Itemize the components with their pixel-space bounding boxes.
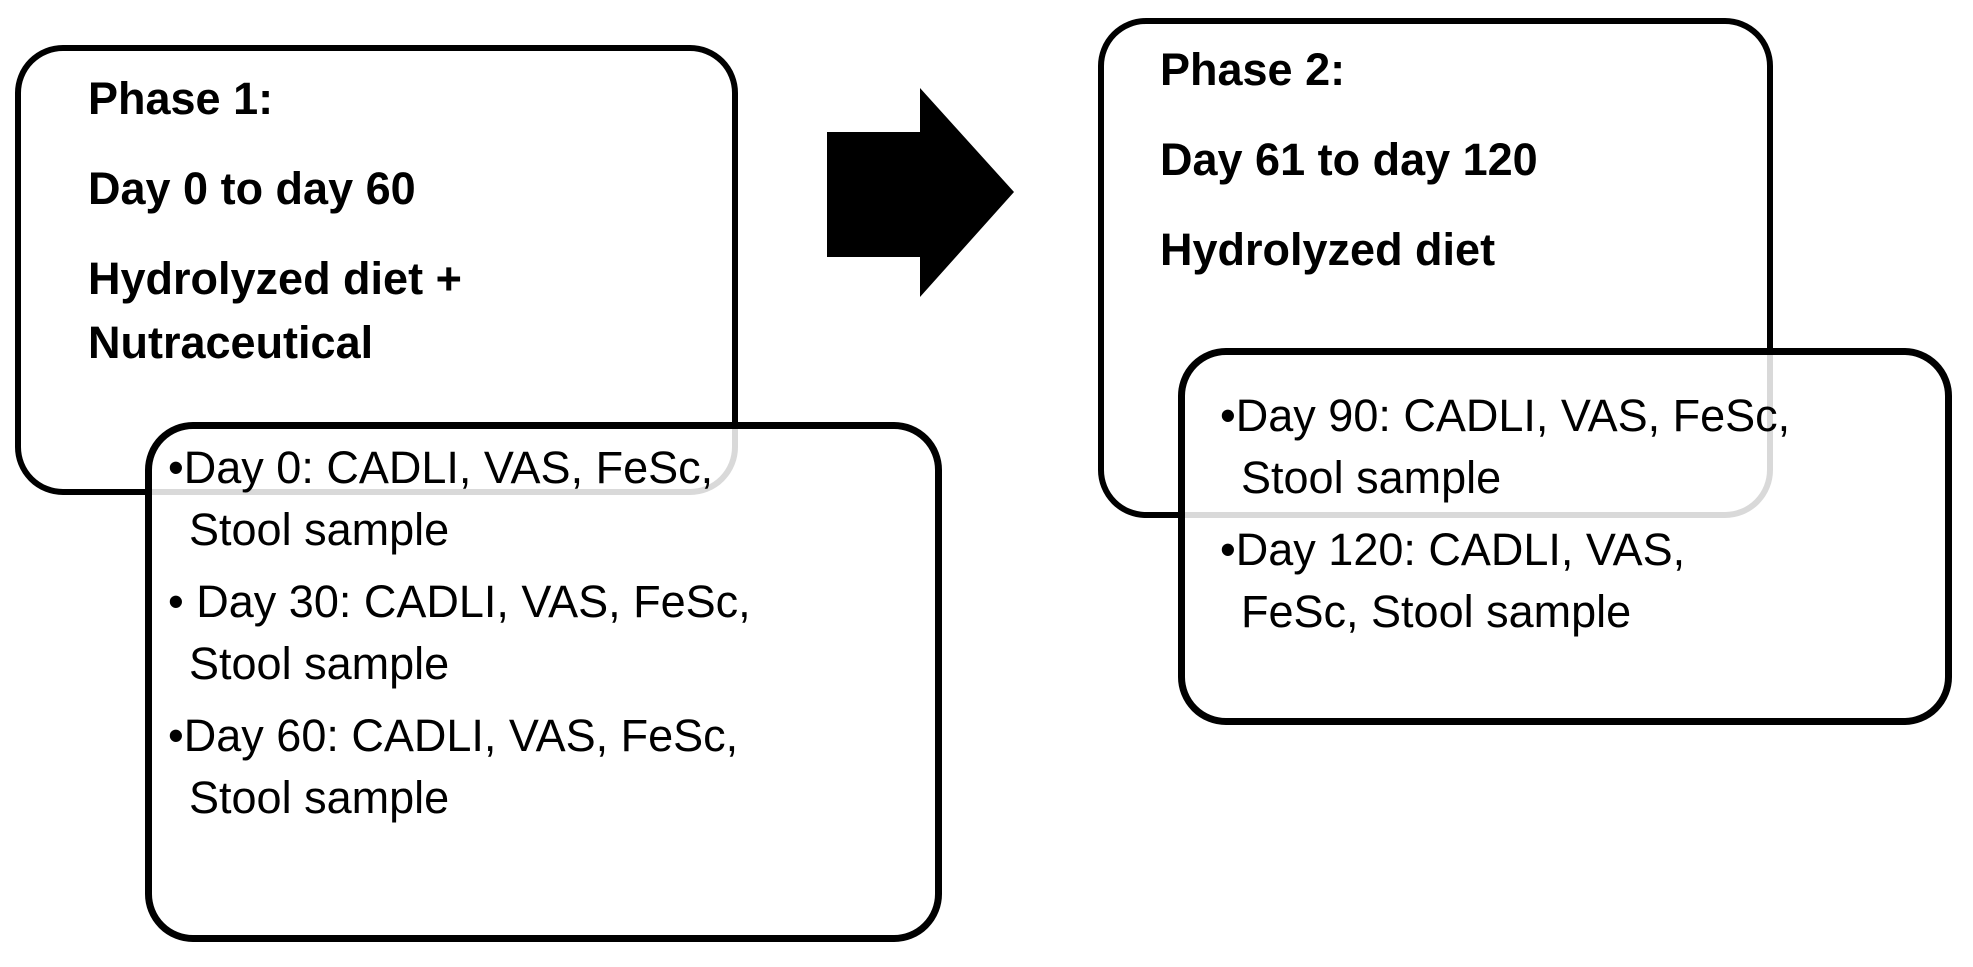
bullet-icon: • <box>1220 524 1236 575</box>
phase1-box: Phase 1: Day 0 to day 60 Hydrolyzed diet… <box>15 45 738 495</box>
phase1-steps-box: •Day 0: CADLI, VAS, FeSc, Stool sample •… <box>145 422 942 942</box>
phase2-title: Phase 2: <box>1160 44 1346 95</box>
step-text: Day 120: CADLI, VAS, <box>1235 524 1686 575</box>
bullet-icon: • <box>168 576 197 627</box>
step-text-wrap: Stool sample <box>189 772 450 823</box>
phase1-treatment: Hydrolyzed diet + Nutraceutical <box>88 253 462 368</box>
step-text: Day 90: CADLI, VAS, FeSc, <box>1235 390 1791 441</box>
phase2-text: Phase 2: Day 61 to day 120 Hydrolyzed di… <box>1104 24 1767 282</box>
phase1-title: Phase 1: <box>88 73 274 124</box>
step-text-wrap: Stool sample <box>1241 452 1502 503</box>
step-text-wrap: FeSc, Stool sample <box>1241 586 1632 637</box>
phase2-treatment: Hydrolyzed diet <box>1160 224 1496 275</box>
list-item: •Day 120: CADLI, VAS, FeSc, Stool sample <box>1220 519 1927 643</box>
step-text: Day 30: CADLI, VAS, FeSc, <box>196 576 751 627</box>
step-text-wrap: Stool sample <box>189 638 450 689</box>
list-item: •Day 90: CADLI, VAS, FeSc, Stool sample <box>1220 385 1927 509</box>
arrow-right-icon <box>827 88 1014 297</box>
step-text-wrap: Stool sample <box>189 504 450 555</box>
step-text: Day 60: CADLI, VAS, FeSc, <box>183 710 739 761</box>
phase1-steps-list: •Day 0: CADLI, VAS, FeSc, Stool sample •… <box>152 429 935 829</box>
step-text: Day 0: CADLI, VAS, FeSc, <box>183 442 714 493</box>
list-item: •Day 0: CADLI, VAS, FeSc, Stool sample <box>168 437 917 561</box>
phase2-steps-box: •Day 90: CADLI, VAS, FeSc, Stool sample … <box>1178 348 1952 725</box>
list-item: •Day 60: CADLI, VAS, FeSc, Stool sample <box>168 705 917 829</box>
bullet-icon: • <box>1220 390 1236 441</box>
bullet-icon: • <box>168 442 184 493</box>
bullet-icon: • <box>168 710 184 761</box>
phase1-text: Phase 1: Day 0 to day 60 Hydrolyzed diet… <box>21 51 732 375</box>
phase1-period: Day 0 to day 60 <box>88 163 416 214</box>
phase2-steps-list: •Day 90: CADLI, VAS, FeSc, Stool sample … <box>1185 355 1945 643</box>
list-item: • Day 30: CADLI, VAS, FeSc, Stool sample <box>168 571 917 695</box>
phase2-period: Day 61 to day 120 <box>1160 134 1538 185</box>
